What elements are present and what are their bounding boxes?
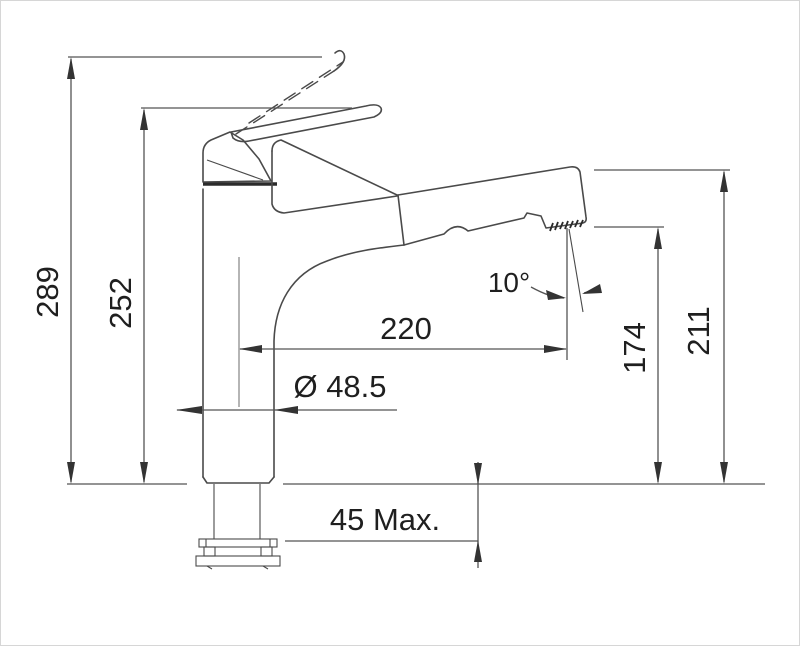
spray-angle-line bbox=[568, 228, 584, 313]
escutcheon-detail-line bbox=[206, 159, 264, 181]
washer-detail bbox=[205, 539, 271, 547]
base-diameter-label: Ø 48.5 bbox=[293, 369, 386, 404]
handle-raised-dashed-lower bbox=[235, 70, 335, 135]
spray-head-separation bbox=[397, 194, 405, 246]
lever-handle bbox=[230, 104, 383, 143]
spray-head bbox=[397, 166, 587, 246]
overall-height-label: 289 bbox=[30, 266, 65, 318]
faucet-outline bbox=[195, 49, 587, 570]
aerator-hatching bbox=[549, 219, 584, 232]
body-neck-curve bbox=[273, 244, 405, 478]
mounting-feet bbox=[206, 565, 269, 570]
dimension-labels: 289 252 220 Ø 48.5 10° 174 211 45 Max. bbox=[30, 266, 716, 537]
body-bottom-edge bbox=[202, 476, 275, 484]
spout-underside-left bbox=[271, 150, 398, 214]
handle-escutcheon bbox=[202, 131, 272, 183]
handle-raised-tip bbox=[333, 49, 346, 72]
dimension-lines bbox=[67, 56, 765, 568]
handle-height-label: 252 bbox=[103, 277, 138, 329]
spout-top-edge bbox=[271, 139, 398, 196]
outlet-height-label: 174 bbox=[617, 322, 652, 374]
mounting-plate bbox=[195, 555, 281, 567]
mounting-washer bbox=[198, 538, 278, 548]
countertop-max-label: 45 Max. bbox=[330, 502, 440, 537]
spray-angle-label: 10° bbox=[488, 267, 530, 298]
spout-height-label: 211 bbox=[681, 306, 716, 355]
handle-raised-dashed-upper bbox=[248, 61, 344, 124]
spout-reach-label: 220 bbox=[380, 311, 432, 346]
shank bbox=[213, 484, 261, 539]
